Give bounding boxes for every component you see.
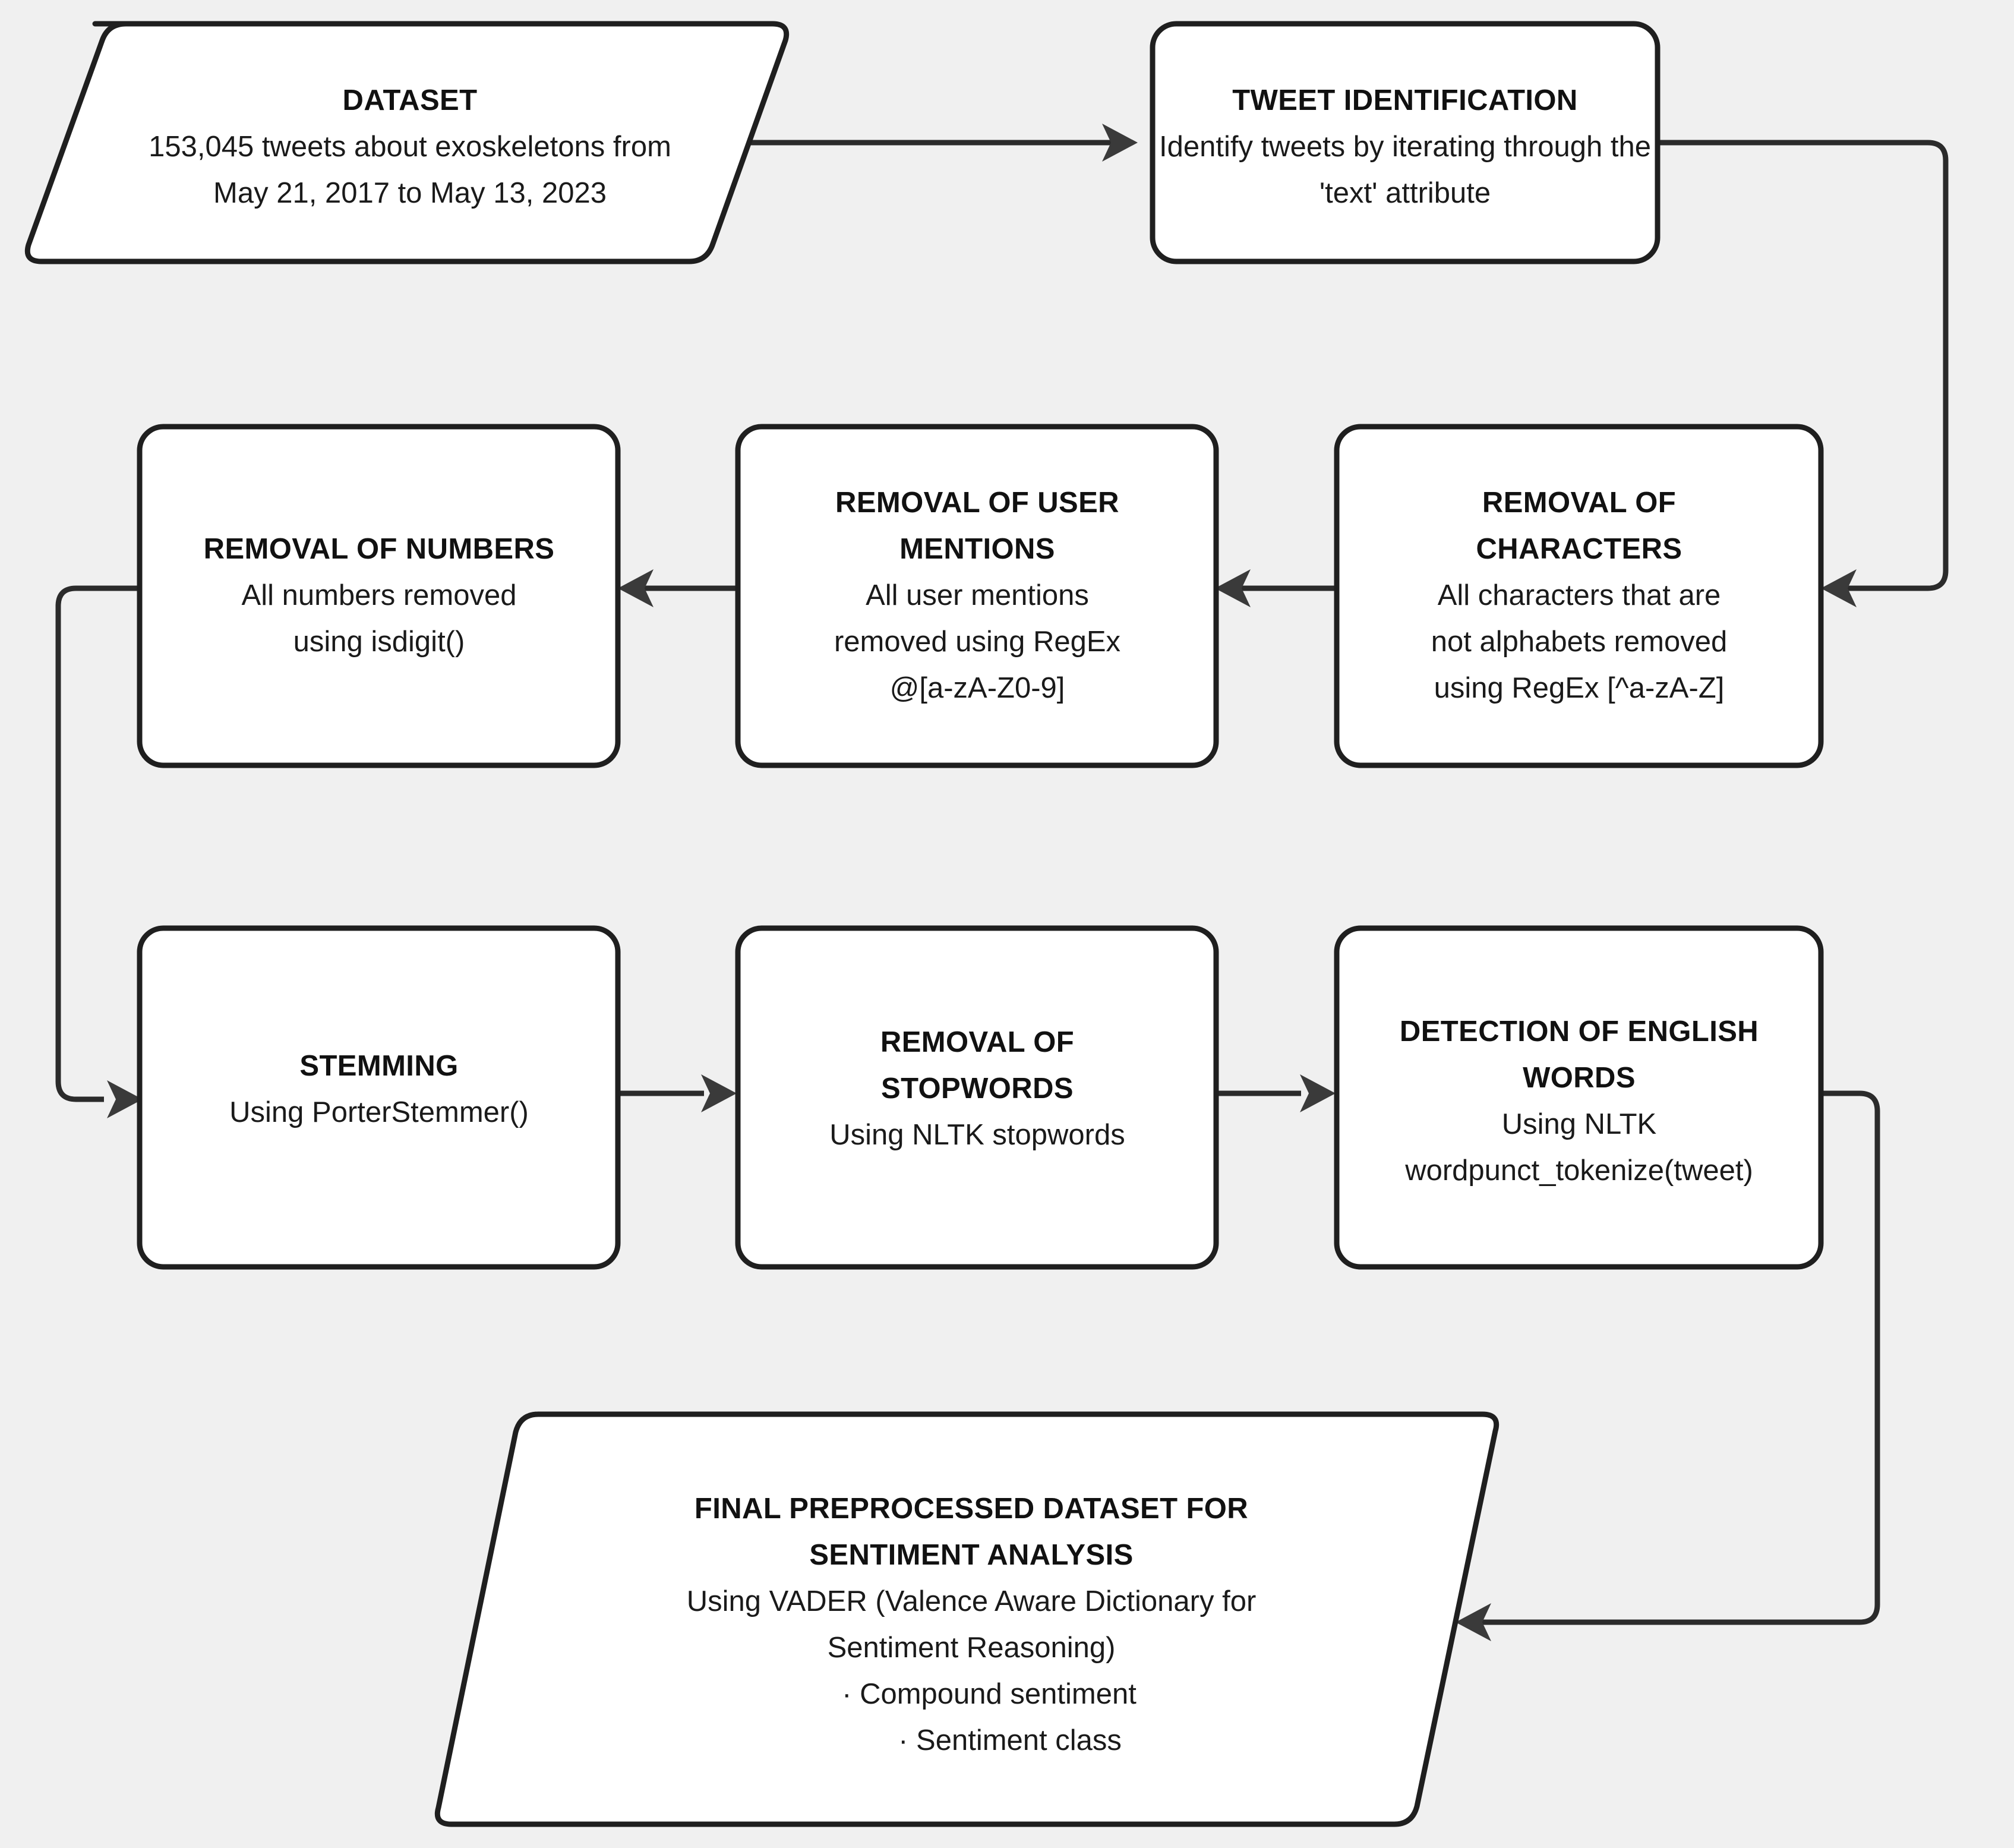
arrowhead-icon	[1300, 1074, 1336, 1112]
node-final-dataset[interactable]: FINAL PREPROCESSED DATASET FOR SENTIMENT…	[434, 1411, 1500, 1827]
node-removal-of-stopwords-line-0: Using NLTK stopwords	[829, 1119, 1125, 1151]
node-removal-of-numbers-title-0: REMOVAL OF NUMBERS	[204, 533, 555, 565]
node-removal-of-stopwords-title-0: REMOVAL OF	[880, 1026, 1074, 1058]
edge-removal-of-stopwords-to-detection-of-english-words	[1215, 1074, 1336, 1112]
edge-line	[55, 585, 140, 1102]
node-final-dataset-line-0: Using VADER (Valence Aware Dictionary fo…	[687, 1585, 1257, 1617]
edge-tweet-identification-to-removal-of-characters	[1658, 140, 1949, 607]
node-tweet-identification-line-1: 'text' attribute	[1319, 177, 1491, 209]
node-removal-of-numbers-line-1: using isdigit()	[293, 626, 465, 658]
node-removal-of-user-mentions-title-0: REMOVAL OF USER	[835, 487, 1119, 519]
node-removal-of-numbers-shape[interactable]	[137, 424, 621, 768]
node-removal-of-stopwords-title-1: STOPWORDS	[881, 1073, 1074, 1105]
node-removal-of-characters-line-2: using RegEx [^a-zA-Z]	[1434, 672, 1725, 704]
arrowhead-icon	[1215, 569, 1251, 607]
edge-dataset-to-tweet-identification	[740, 124, 1138, 162]
edge-group	[55, 124, 1949, 1641]
edge-detection-of-english-words-to-final-dataset	[1456, 1090, 1880, 1641]
edge-removal-of-user-mentions-to-removal-of-numbers	[618, 569, 738, 607]
arrowhead-icon	[1102, 124, 1138, 162]
node-detection-of-english-words-title-0: DETECTION OF ENGLISH	[1400, 1016, 1759, 1048]
node-removal-of-characters-shape[interactable]	[1334, 424, 1824, 768]
node-final-dataset-title-0: FINAL PREPROCESSED DATASET FOR	[695, 1493, 1248, 1525]
node-removal-of-user-mentions-line-2: @[a-zA-Z0-9]	[890, 672, 1065, 704]
edge-removal-of-characters-to-removal-of-user-mentions	[1215, 569, 1337, 607]
node-removal-of-characters[interactable]: REMOVAL OF CHARACTERS All characters tha…	[1334, 424, 1824, 768]
arrowhead-icon	[701, 1074, 737, 1112]
node-dataset-shape[interactable]	[24, 21, 790, 264]
node-removal-of-numbers[interactable]: REMOVAL OF NUMBERS All numbers removed u…	[137, 424, 621, 768]
node-removal-of-stopwords-shape[interactable]	[735, 925, 1219, 1270]
node-tweet-identification[interactable]: TWEET IDENTIFICATION Identify tweets by …	[1150, 21, 1661, 264]
arrowhead-icon	[1821, 569, 1857, 607]
node-removal-of-characters-line-1: not alphabets removed	[1431, 626, 1728, 658]
node-dataset-line-1: May 21, 2017 to May 13, 2023	[213, 177, 607, 209]
node-detection-of-english-words-title-1: WORDS	[1523, 1062, 1636, 1094]
node-removal-of-user-mentions-title-1: MENTIONS	[899, 533, 1055, 565]
node-stemming-shape[interactable]	[137, 925, 621, 1270]
arrowhead-icon	[1456, 1603, 1491, 1641]
node-detection-of-english-words-line-1: wordpunct_tokenize(tweet)	[1404, 1155, 1753, 1187]
node-removal-of-user-mentions-line-0: All user mentions	[866, 579, 1089, 611]
node-dataset[interactable]: DATASET 153,045 tweets about exoskeleton…	[24, 21, 790, 264]
node-removal-of-characters-line-0: All characters that are	[1438, 579, 1721, 611]
node-dataset-line-0: 153,045 tweets about exoskeletons from	[149, 131, 671, 163]
node-stemming-title-0: STEMMING	[299, 1050, 458, 1082]
node-removal-of-user-mentions-line-1: removed using RegEx	[834, 626, 1120, 658]
arrowhead-icon	[618, 569, 654, 607]
edge-removal-of-numbers-to-stemming	[55, 585, 143, 1118]
node-removal-of-user-mentions-shape[interactable]	[735, 424, 1219, 768]
node-final-dataset-bullet-0: · Compound sentiment	[842, 1678, 1137, 1710]
edge-line	[1479, 1090, 1880, 1625]
node-tweet-identification-title: TWEET IDENTIFICATION	[1232, 84, 1577, 116]
arrowhead-icon	[107, 1080, 143, 1118]
node-final-dataset-shape[interactable]	[434, 1411, 1500, 1827]
edge-line	[1658, 140, 1949, 591]
node-removal-of-numbers-line-0: All numbers removed	[242, 579, 517, 611]
node-removal-of-characters-title-0: REMOVAL OF	[1482, 487, 1676, 519]
node-dataset-title: DATASET	[343, 84, 478, 116]
node-tweet-identification-shape[interactable]	[1150, 21, 1661, 264]
node-detection-of-english-words-line-0: Using NLTK	[1502, 1108, 1657, 1140]
node-removal-of-stopwords[interactable]: REMOVAL OF STOPWORDS Using NLTK stopword…	[735, 925, 1219, 1270]
edge-stemming-to-removal-of-stopwords	[618, 1074, 737, 1112]
node-removal-of-characters-title-1: CHARACTERS	[1476, 533, 1682, 565]
node-detection-of-english-words-shape[interactable]	[1334, 925, 1824, 1270]
node-tweet-identification-line-0: Identify tweets by iterating through the	[1159, 131, 1651, 163]
node-detection-of-english-words[interactable]: DETECTION OF ENGLISH WORDS Using NLTK wo…	[1334, 925, 1824, 1270]
node-final-dataset-line-1: Sentiment Reasoning)	[828, 1632, 1116, 1664]
node-removal-of-user-mentions[interactable]: REMOVAL OF USER MENTIONS All user mentio…	[735, 424, 1219, 768]
node-final-dataset-title-1: SENTIMENT ANALYSIS	[809, 1539, 1133, 1571]
node-final-dataset-bullet-1: · Sentiment class	[898, 1724, 1122, 1756]
node-stemming-line-0: Using PorterStemmer()	[229, 1096, 529, 1128]
node-stemming[interactable]: STEMMING Using PorterStemmer()	[137, 925, 621, 1270]
